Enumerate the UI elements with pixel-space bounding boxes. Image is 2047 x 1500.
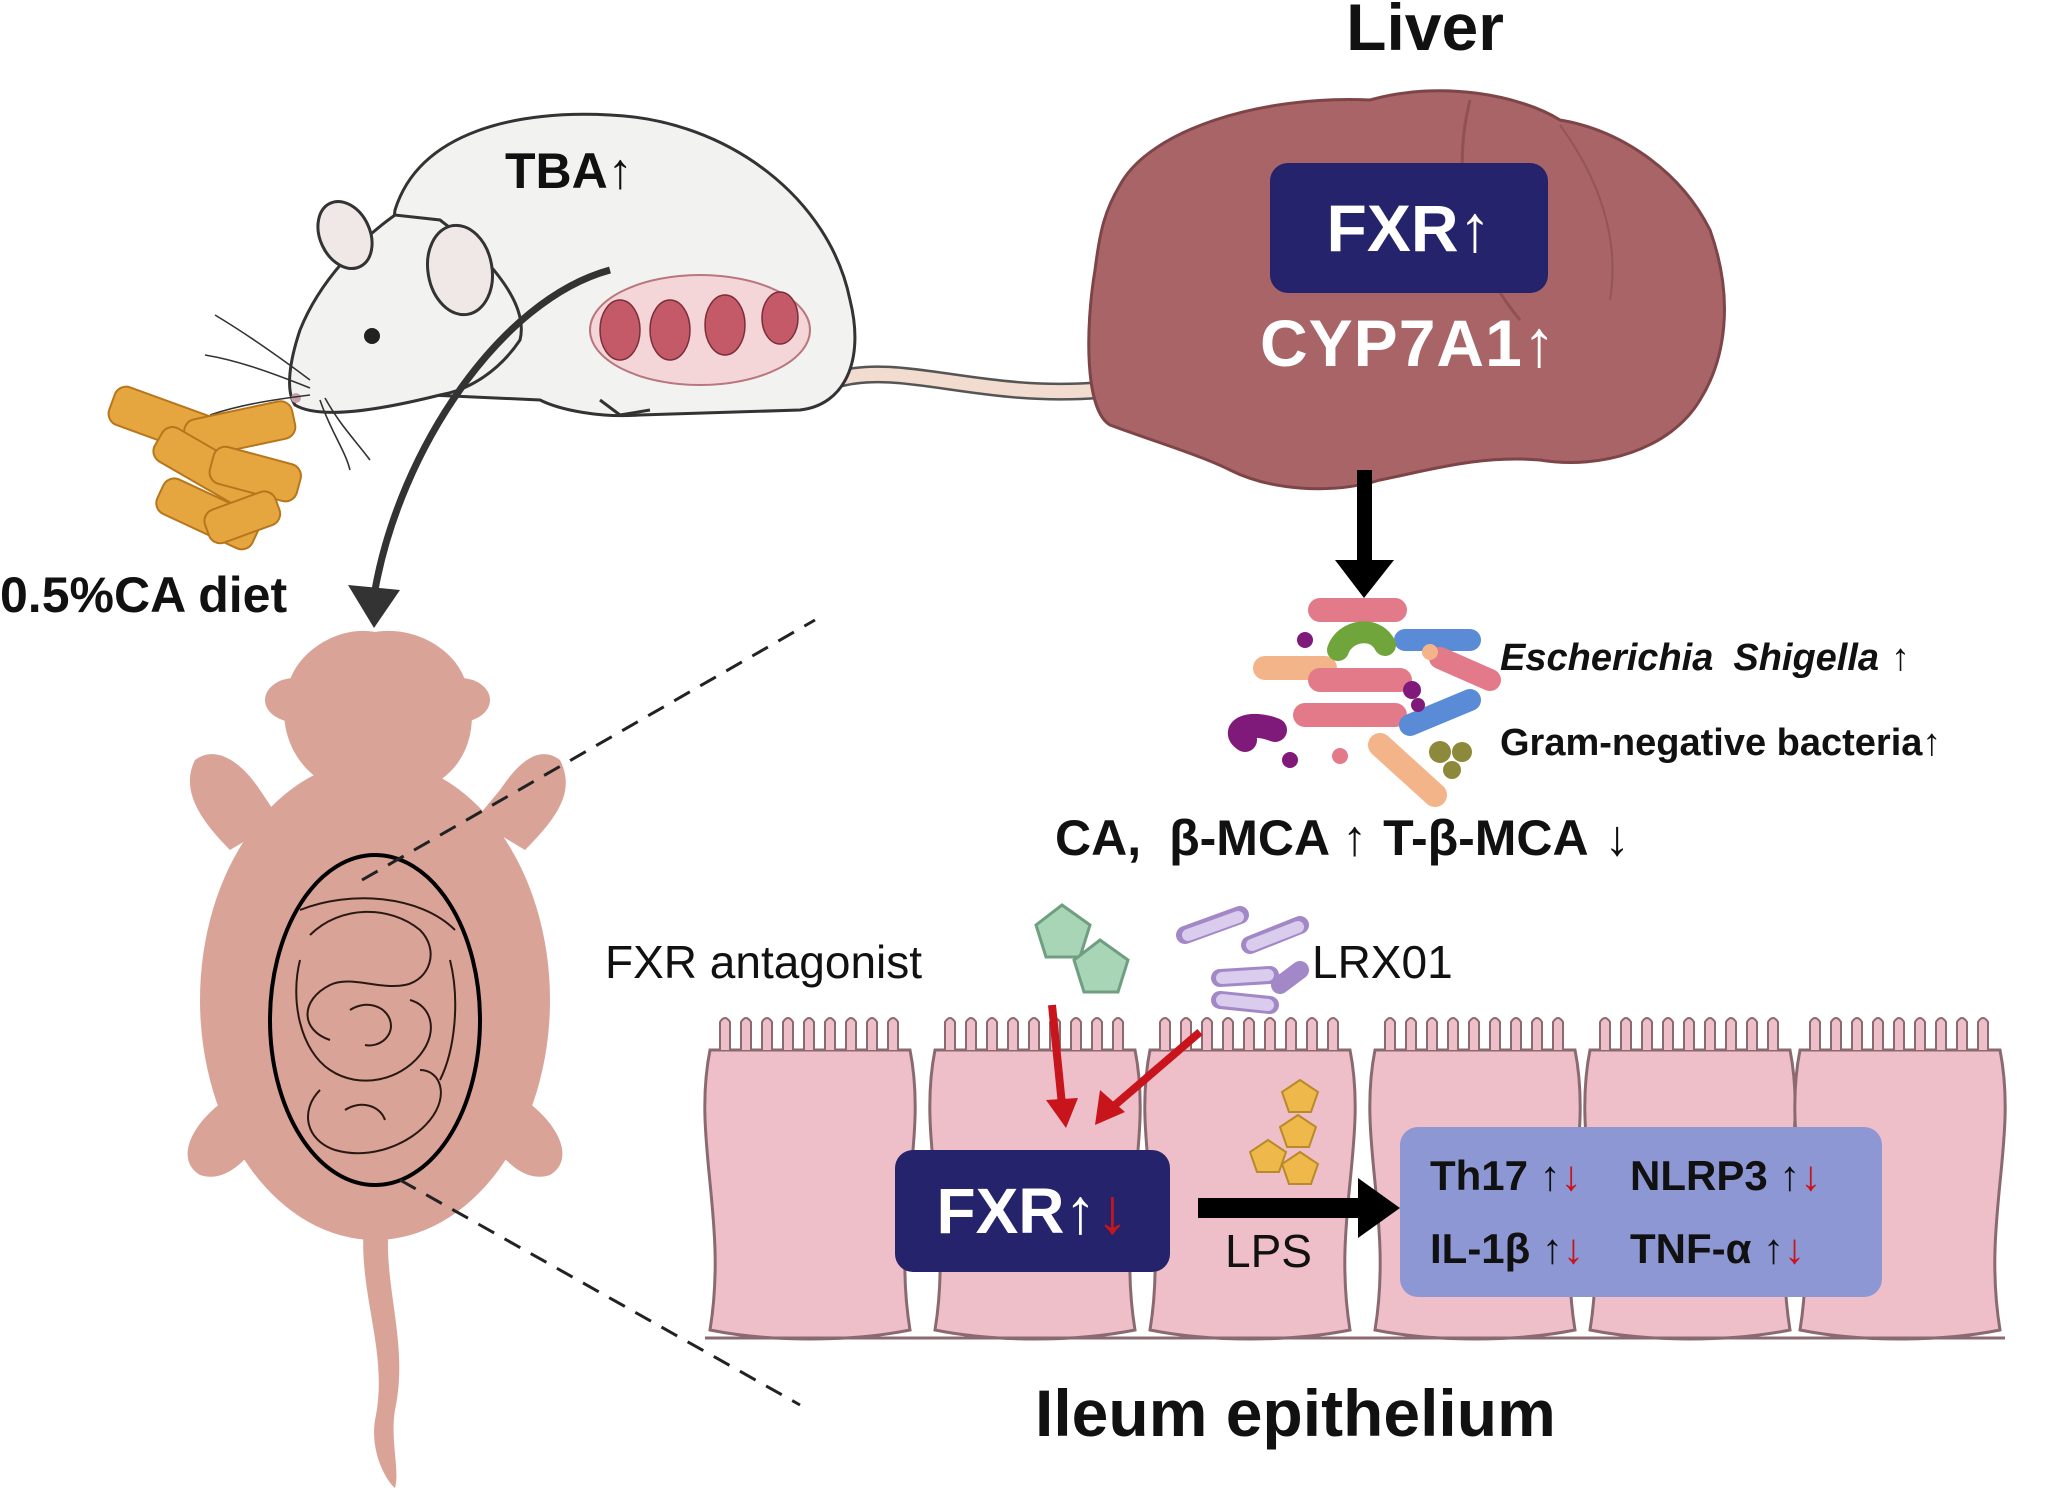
microvillus	[1662, 1017, 1674, 1050]
microvillus	[1201, 1017, 1213, 1050]
antagonist-molecule-icon	[1034, 903, 1130, 994]
microvillus	[1767, 1017, 1779, 1050]
ileum-fxr-label: FXR↑↓	[936, 1175, 1129, 1247]
microvillus	[1222, 1017, 1234, 1050]
lps-label: LPS	[1225, 1225, 1312, 1277]
microvillus	[1851, 1017, 1863, 1050]
microvillus	[1914, 1017, 1926, 1050]
bacteria-gram-negative: Gram-negative bacteria↑	[1500, 722, 1941, 764]
lrx01-label: LRX01	[1312, 936, 1453, 988]
mouse-illustration	[204, 112, 1109, 471]
microvillus	[1641, 1017, 1653, 1050]
microvillus	[1489, 1017, 1501, 1050]
microvillus	[1531, 1017, 1543, 1050]
pup-intestine	[268, 853, 482, 1187]
microvillus	[719, 1017, 731, 1050]
microvillus	[1028, 1017, 1040, 1050]
microvillus	[803, 1017, 815, 1050]
red-inhibition-arrows	[1046, 1004, 1203, 1128]
microvillus	[1725, 1017, 1737, 1050]
microvillus	[1599, 1017, 1611, 1050]
microvillus	[866, 1017, 878, 1050]
lps-molecules-icon	[1248, 1078, 1320, 1185]
microvillus	[1620, 1017, 1632, 1050]
microvillus	[1384, 1017, 1396, 1050]
microvillus	[1830, 1017, 1842, 1050]
bile-acids-line: CA,β-MCA↑T-β-MCA↓	[1055, 810, 1630, 866]
microvillus	[1327, 1017, 1339, 1050]
liver-fxr-label: FXR↑	[1326, 191, 1492, 265]
microvillus	[1447, 1017, 1459, 1050]
microvillus	[1159, 1017, 1171, 1050]
liver-title: Liver	[1346, 0, 1504, 64]
microvillus	[845, 1017, 857, 1050]
epithelial-cell	[703, 1048, 917, 1341]
microvillus	[1872, 1017, 1884, 1050]
microvillus	[1893, 1017, 1905, 1050]
microvillus	[1956, 1017, 1968, 1050]
microvillus	[1243, 1017, 1255, 1050]
epithelial-cell	[1143, 1048, 1357, 1341]
microvillus	[1552, 1017, 1564, 1050]
microvillus	[1683, 1017, 1695, 1050]
pup-illustration	[187, 630, 566, 1488]
microvillus	[1746, 1017, 1758, 1050]
lrx01-bacteria-icon	[1176, 906, 1309, 1014]
microvillus	[944, 1017, 956, 1050]
microvillus	[1264, 1017, 1276, 1050]
microvillus	[1468, 1017, 1480, 1050]
tba-label: TBA↑	[505, 143, 633, 199]
microvillus	[1112, 1017, 1124, 1050]
microvillus	[965, 1017, 977, 1050]
ileum-title: Ileum epithelium	[1035, 1376, 1556, 1450]
microvillus	[782, 1017, 794, 1050]
microvillus	[1306, 1017, 1318, 1050]
microvillus	[761, 1017, 773, 1050]
microvillus	[1070, 1017, 1082, 1050]
microvillus	[1285, 1017, 1297, 1050]
il1b-label: IL-1β ↑↓	[1430, 1225, 1584, 1272]
th17-label: Th17 ↑↓	[1430, 1152, 1582, 1199]
microvillus	[1426, 1017, 1438, 1050]
liver-down-arrow	[1335, 470, 1394, 598]
nlrp3-label: NLRP3 ↑↓	[1630, 1152, 1822, 1199]
microvillus	[1935, 1017, 1947, 1050]
microvillus	[824, 1017, 836, 1050]
bacteria-cluster	[1227, 598, 1501, 807]
curved-arrow	[348, 266, 611, 628]
microvillus	[1091, 1017, 1103, 1050]
microvillus	[887, 1017, 899, 1050]
microvillus	[1007, 1017, 1019, 1050]
microvillus	[1809, 1017, 1821, 1050]
microvillus	[1510, 1017, 1522, 1050]
cyp7a1-label: CYP7A1↑	[1260, 306, 1557, 380]
diet-label: 0.5%CA diet	[0, 567, 287, 623]
zoom-lines	[361, 618, 816, 1407]
microvillus	[1704, 1017, 1716, 1050]
microvillus	[1405, 1017, 1417, 1050]
microvillus	[1977, 1017, 1989, 1050]
cytokine-box: Th17 ↑↓ NLRP3 ↑↓ IL-1β ↑↓ TNF-α ↑↓	[1400, 1127, 1882, 1297]
microvillus	[986, 1017, 998, 1050]
microvillus	[740, 1017, 752, 1050]
fxr-antagonist-label: FXR antagonist	[605, 936, 922, 988]
tnfa-label: TNF-α ↑↓	[1630, 1225, 1806, 1272]
liver-fxr-box: FXR↑	[1270, 163, 1548, 293]
ca-diet-pellets	[107, 385, 302, 551]
lps-arrow	[1198, 1178, 1400, 1238]
ileum-fxr-box: FXR↑↓	[895, 1150, 1170, 1272]
